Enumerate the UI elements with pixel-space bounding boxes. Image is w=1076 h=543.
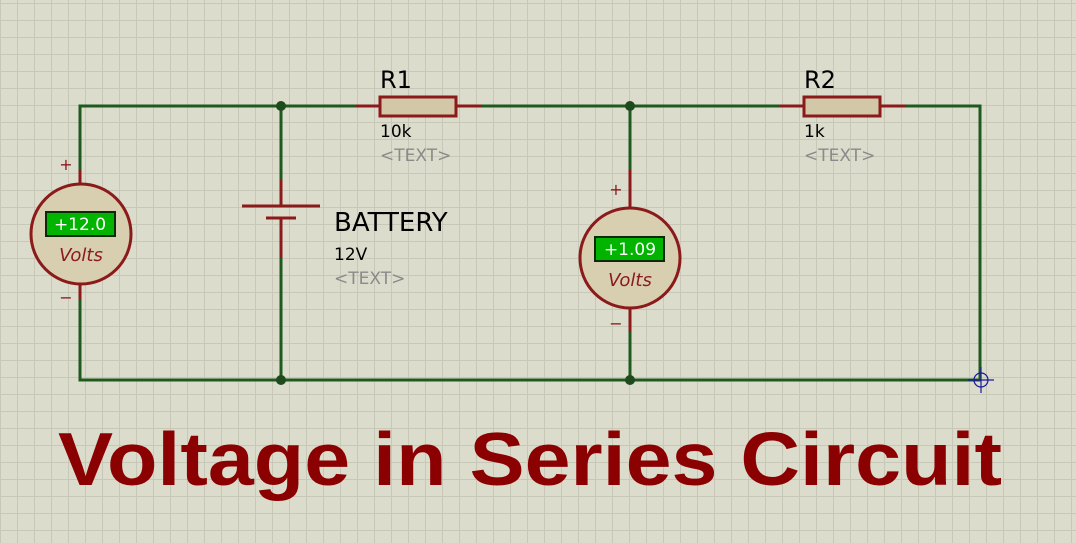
battery-ref-label: BATTERY bbox=[334, 208, 448, 238]
voltmeter-r2[interactable]: +1.09 Volts + − bbox=[578, 170, 682, 333]
junctions bbox=[276, 101, 635, 385]
r1-ref-label: R1 bbox=[380, 66, 412, 94]
wires bbox=[78, 104, 982, 382]
resistor-r2[interactable]: R2 1k <TEXT> bbox=[780, 66, 906, 166]
wire-left-top bbox=[78, 104, 358, 172]
resistor-r1[interactable]: R1 10k <TEXT> bbox=[356, 66, 482, 166]
lcd-display bbox=[45, 211, 116, 237]
voltmeter-reading: +12.0 bbox=[54, 215, 106, 235]
minus-terminal-label: − bbox=[609, 314, 622, 333]
plus-terminal-label: + bbox=[59, 155, 72, 174]
battery-value-label: 12V bbox=[334, 245, 368, 265]
junction-dot bbox=[276, 375, 286, 385]
battery-text-placeholder: <TEXT> bbox=[334, 269, 405, 289]
r2-text-placeholder: <TEXT> bbox=[804, 146, 875, 166]
junction-dot bbox=[625, 101, 635, 111]
r1-text-placeholder: <TEXT> bbox=[380, 146, 451, 166]
voltmeter-battery[interactable]: +12.0 Volts + − bbox=[29, 155, 133, 307]
r2-ref-label: R2 bbox=[804, 66, 836, 94]
junction-dot bbox=[276, 101, 286, 111]
r2-value-label: 1k bbox=[804, 122, 825, 142]
page-title: Voltage in Series Circuit bbox=[58, 417, 1002, 501]
lcd-display bbox=[594, 236, 665, 262]
voltmeter-reading: +1.09 bbox=[604, 240, 656, 260]
voltmeter-unit: Volts bbox=[59, 245, 103, 266]
r1-value-label: 10k bbox=[380, 122, 412, 142]
junction-dot bbox=[625, 375, 635, 385]
wire-right bbox=[904, 104, 982, 382]
plus-terminal-label: + bbox=[609, 180, 622, 199]
voltmeter-unit: Volts bbox=[608, 270, 652, 291]
origin-marker-icon bbox=[968, 367, 994, 393]
battery-symbol[interactable]: BATTERY 12V <TEXT> bbox=[242, 180, 448, 289]
minus-terminal-label: − bbox=[59, 288, 72, 307]
